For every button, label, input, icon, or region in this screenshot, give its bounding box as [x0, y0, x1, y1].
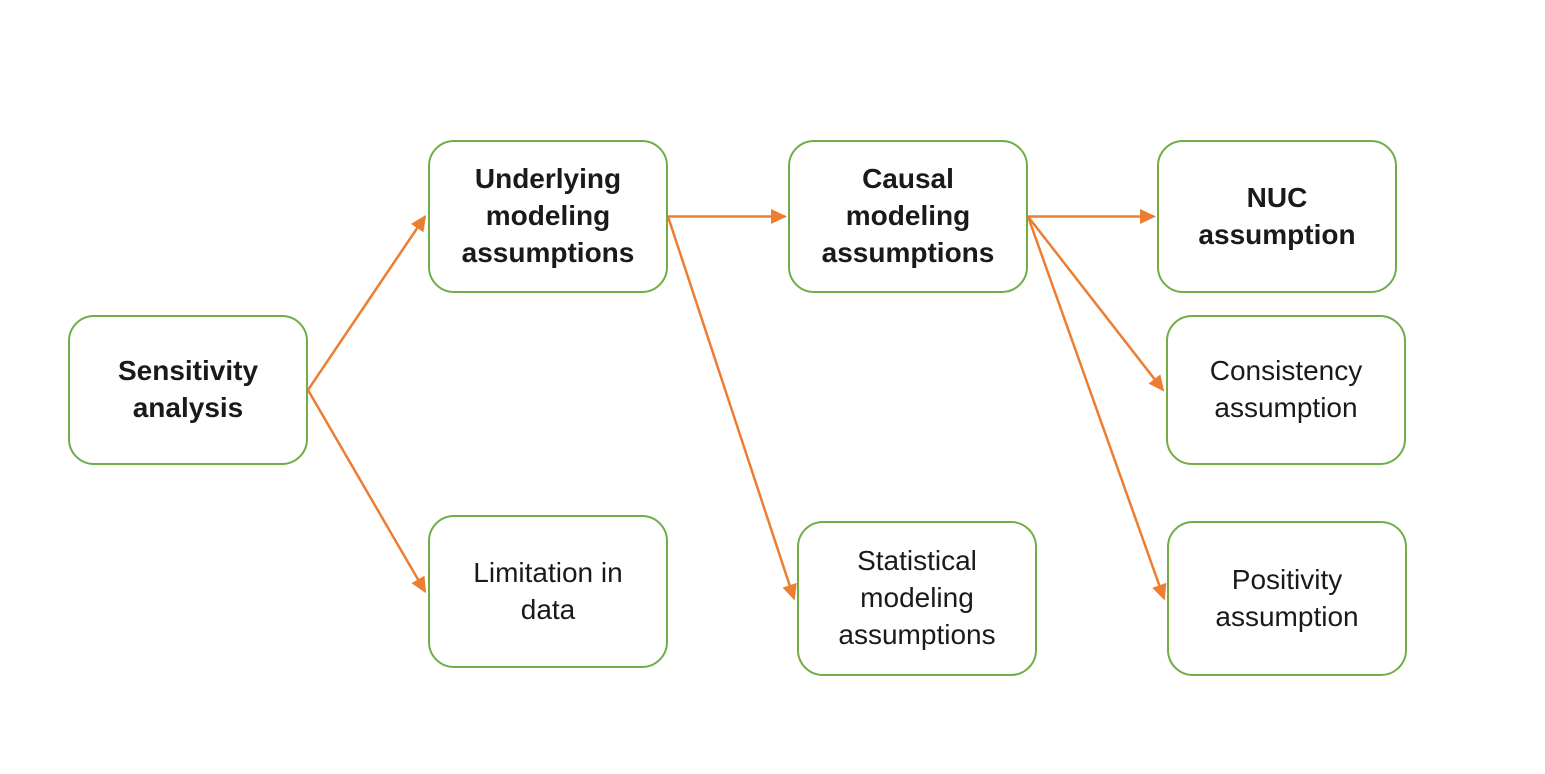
node-sensitivity-analysis: Sensitivity analysis [68, 315, 308, 465]
edge-causal-to-positivity [1026, 216, 1167, 601]
node-nuc-assumption: NUC assumption [1157, 140, 1397, 293]
node-consistency-assumption: Consistency assumption [1166, 315, 1406, 465]
node-positivity-assumption: Positivity assumption [1167, 521, 1407, 676]
edge-sensitivity-to-underlying [306, 214, 427, 391]
node-limitation-in-data: Limitation in data [428, 515, 668, 668]
node-statistical-modeling-assumptions: Statistical modeling assumptions [797, 521, 1037, 676]
edge-causal-to-consistency [1027, 215, 1165, 392]
edge-sensitivity-to-limitation [306, 389, 427, 594]
node-causal-modeling-assumptions: Causal modeling assumptions [788, 140, 1028, 293]
node-underlying-modeling-assumptions: Underlying modeling assumptions [428, 140, 668, 293]
edge-underlying-to-statistical [666, 216, 797, 601]
